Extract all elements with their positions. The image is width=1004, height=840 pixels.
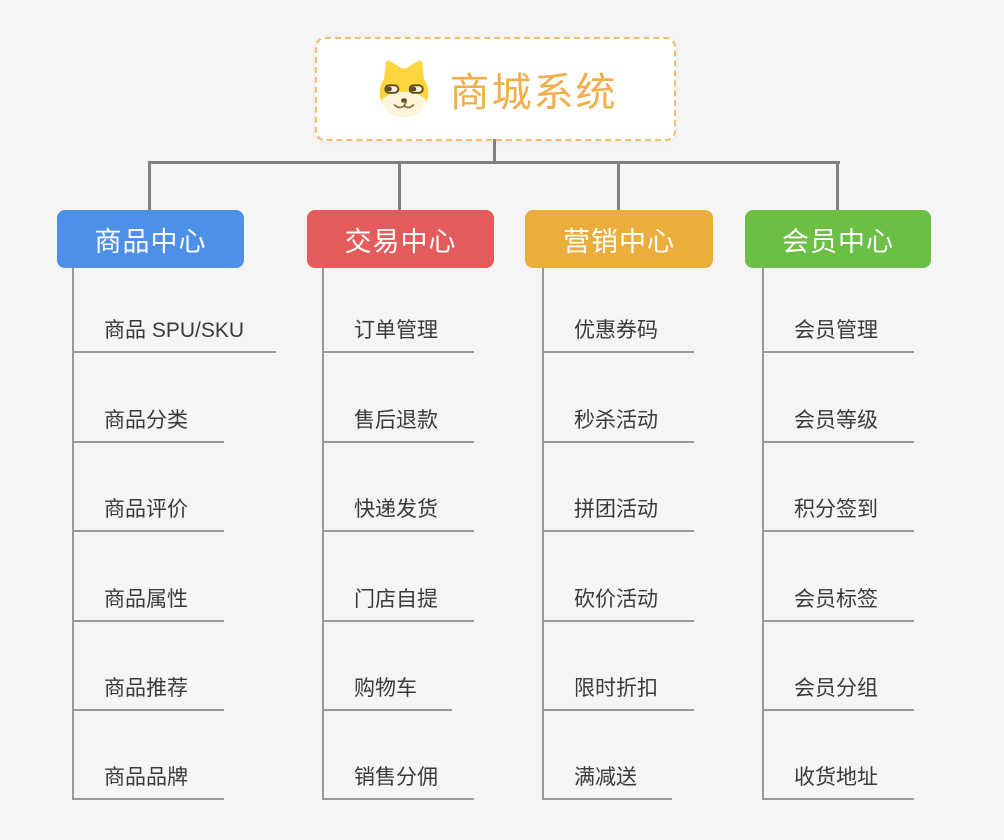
connector-drop-marketing <box>617 161 620 210</box>
node-item-full-reduction[interactable]: 满减送 <box>542 748 672 800</box>
trunk-line-product <box>72 268 74 800</box>
branch-node-marketing-center[interactable]: 营销中心 <box>525 210 713 268</box>
node-item-member-level[interactable]: 会员等级 <box>762 391 914 443</box>
node-item-group-buy[interactable]: 拼团活动 <box>542 480 694 532</box>
node-item-shipping-address[interactable]: 收货地址 <box>762 748 914 800</box>
node-item-store-pickup[interactable]: 门店自提 <box>322 570 474 622</box>
branch-node-member-center[interactable]: 会员中心 <box>745 210 931 268</box>
node-item-bargain[interactable]: 砍价活动 <box>542 570 694 622</box>
node-item-order-management[interactable]: 订单管理 <box>322 301 474 353</box>
root-title: 商城系统 <box>449 71 618 115</box>
node-item-product-category[interactable]: 商品分类 <box>72 391 224 443</box>
trunk-line-marketing <box>542 268 544 800</box>
node-item-express-shipping[interactable]: 快递发货 <box>322 480 474 532</box>
node-item-shopping-cart[interactable]: 购物车 <box>322 659 452 711</box>
connector-drop-trade <box>398 161 401 210</box>
root-node[interactable]: 商城系统 <box>315 37 676 141</box>
branch-node-product-center[interactable]: 商品中心 <box>57 210 244 268</box>
trunk-line-member <box>762 268 764 800</box>
trunk-line-trade <box>322 268 324 800</box>
node-item-product-recommend[interactable]: 商品推荐 <box>72 659 224 711</box>
node-item-points-checkin[interactable]: 积分签到 <box>762 480 914 532</box>
connector-drop-member <box>836 161 839 210</box>
node-item-sales-commission[interactable]: 销售分佣 <box>322 748 474 800</box>
node-item-product-brand[interactable]: 商品品牌 <box>72 748 224 800</box>
connector-root-stub <box>493 139 496 163</box>
shiba-dog-icon <box>379 60 428 118</box>
node-item-product-attribute[interactable]: 商品属性 <box>72 570 224 622</box>
node-item-member-groups[interactable]: 会员分组 <box>762 659 914 711</box>
node-item-flash-sale[interactable]: 秒杀活动 <box>542 391 694 443</box>
node-item-coupon-code[interactable]: 优惠券码 <box>542 301 694 353</box>
node-item-product-review[interactable]: 商品评价 <box>72 480 224 532</box>
branch-node-trade-center[interactable]: 交易中心 <box>307 210 494 268</box>
node-item-member-tags[interactable]: 会员标签 <box>762 570 914 622</box>
node-item-time-discount[interactable]: 限时折扣 <box>542 659 694 711</box>
connector-horizontal-rail <box>148 161 840 164</box>
node-item-aftersale-refund[interactable]: 售后退款 <box>322 391 474 443</box>
connector-drop-product <box>148 161 151 210</box>
node-item-product-spu-sku[interactable]: 商品 SPU/SKU <box>72 301 276 353</box>
node-item-member-management[interactable]: 会员管理 <box>762 301 914 353</box>
